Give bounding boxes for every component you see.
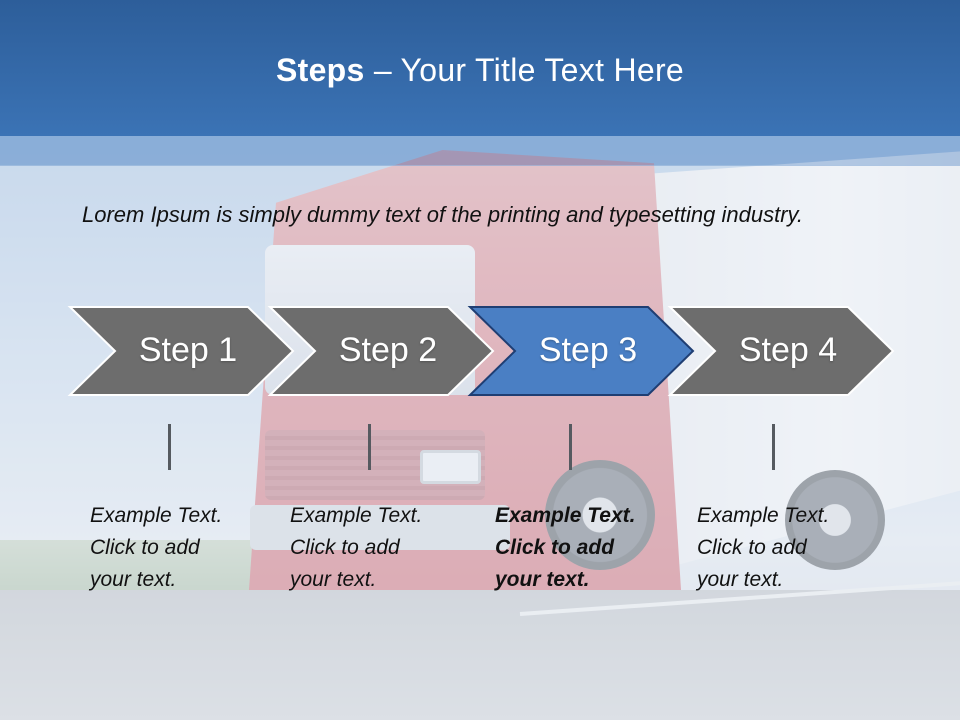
step-3-line-3: your text. [495,568,590,591]
step-3-connector [569,424,572,470]
step-2-line-1: Example Text. [290,504,423,527]
step-1-line-2: Click to add [90,536,200,559]
slide-title[interactable]: Steps – Your Title Text Here [0,52,960,89]
step-2-label: Step 2 [338,331,438,369]
step-4-line-2: Click to add [697,536,807,559]
step-1-label: Step 1 [138,331,238,369]
step-2-description[interactable]: Example Text. Click to add your text. [290,500,460,596]
step-2-connector [368,424,371,470]
step-4-label: Step 4 [738,331,838,369]
step-3-description[interactable]: Example Text. Click to add your text. [495,500,665,596]
title-bold: Steps [275,52,365,88]
step-4-connector [772,424,775,470]
intro-text[interactable]: Lorem Ipsum is simply dummy text of the … [82,202,804,227]
step-4-line-1: Example Text. [697,504,830,527]
step-2-line-3: your text. [290,568,377,591]
step-2-line-2: Click to add [290,536,400,559]
step-1-description[interactable]: Example Text. Click to add your text. [90,500,260,596]
step-1-line-3: your text. [90,568,177,591]
step-4-description[interactable]: Example Text. Click to add your text. [697,500,867,596]
step-4-line-3: your text. [697,568,784,591]
step-3-line-1: Example Text. [495,504,636,527]
background-overlay [0,165,960,720]
step-1-line-1: Example Text. [90,504,223,527]
step-3-label: Step 3 [538,331,638,369]
title-rest: – Your Title Text Here [364,52,685,88]
header-bar [0,0,960,136]
step-1-connector [168,424,171,470]
header-band [0,136,960,166]
step-3-line-2: Click to add [495,536,615,559]
